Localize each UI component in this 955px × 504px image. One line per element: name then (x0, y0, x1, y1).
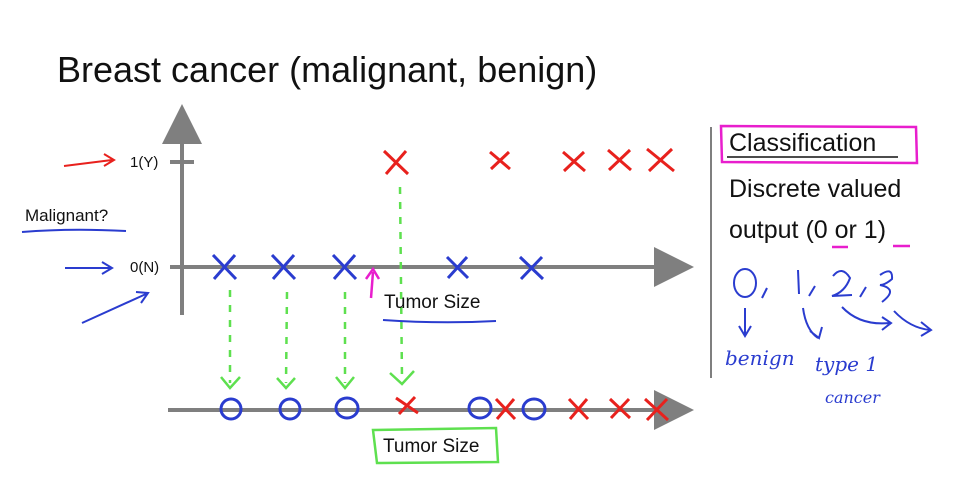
classification-magenta-box (719, 124, 919, 165)
y-tick-label-1: 1(Y) (130, 154, 159, 171)
benign-circle (278, 397, 302, 421)
benign-circle (467, 396, 493, 420)
hand-two (831, 270, 853, 297)
hand-comma (761, 287, 768, 299)
arrow-from-zero (738, 308, 752, 338)
output-text: output (0 or 1) (729, 216, 887, 244)
arrow-from-one (802, 307, 823, 340)
malignant-x (607, 148, 632, 172)
top-plot-axes (162, 104, 694, 315)
malignant-x-bottom (494, 397, 517, 421)
malignant-x (646, 147, 675, 173)
projection-arrow (398, 186, 404, 381)
arrow-from-two (841, 306, 893, 331)
hand-comma (859, 286, 867, 298)
benign-x (445, 255, 470, 280)
red-pointer-arrow (63, 153, 116, 167)
classification-heading: Classification (729, 129, 877, 157)
threshold-arrow (364, 266, 381, 299)
projection-arrowhead (276, 377, 296, 390)
benign-circle (219, 397, 243, 421)
malignant-x (562, 150, 586, 173)
blue-diagonal-arrow (81, 291, 150, 324)
malignant-marks (382, 147, 675, 176)
benign-circle (334, 396, 360, 420)
hand-three (879, 270, 894, 303)
handwritten-type1: type 1 (815, 352, 879, 376)
benign-marks (211, 253, 545, 281)
y-axis-label: Malignant? (25, 206, 109, 225)
tumor-size-underline (382, 319, 497, 324)
hand-zero (733, 268, 757, 298)
benign-x (211, 253, 238, 281)
slide-title: Breast cancer (malignant, benign) (57, 49, 598, 90)
projection-arrow (284, 291, 289, 384)
y-tick-label-0: 0(N) (130, 259, 160, 276)
bottom-benign-circles (219, 396, 547, 421)
projection-arrowhead (335, 376, 355, 390)
projection-arrowheads (220, 370, 415, 390)
benign-x (331, 253, 358, 281)
projection-arrows (228, 186, 404, 384)
malignant-x (382, 149, 410, 176)
benign-x (518, 255, 545, 281)
blue-pointer-arrow (65, 261, 114, 275)
bottom-malignant-marks (395, 395, 670, 422)
hand-one (797, 269, 800, 295)
benign-circle (521, 397, 547, 421)
left-pointer-arrows (21, 153, 150, 324)
x-axis-label-top: Tumor Size (384, 292, 481, 313)
handwritten-benign: benign (725, 346, 795, 370)
projection-arrowhead (389, 370, 415, 386)
tumor-size-green-box (371, 426, 500, 465)
malignant-x-bottom (643, 397, 670, 422)
malignant-x-bottom (567, 397, 590, 421)
malignant-x (489, 150, 511, 171)
malignant-underline (21, 228, 127, 233)
handwritten-cancer: cancer (825, 388, 880, 407)
malignant-x-bottom (608, 397, 632, 420)
hand-comma (808, 285, 816, 297)
arrow-from-three (893, 310, 933, 337)
discrete-valued-text: Discrete valued (729, 175, 902, 203)
x-axis-label-bottom: Tumor Size (383, 436, 480, 457)
malignant-x-bottom (395, 395, 419, 416)
projection-arrowhead (220, 376, 241, 390)
handwritten-classes (733, 268, 933, 340)
benign-x (270, 253, 297, 281)
